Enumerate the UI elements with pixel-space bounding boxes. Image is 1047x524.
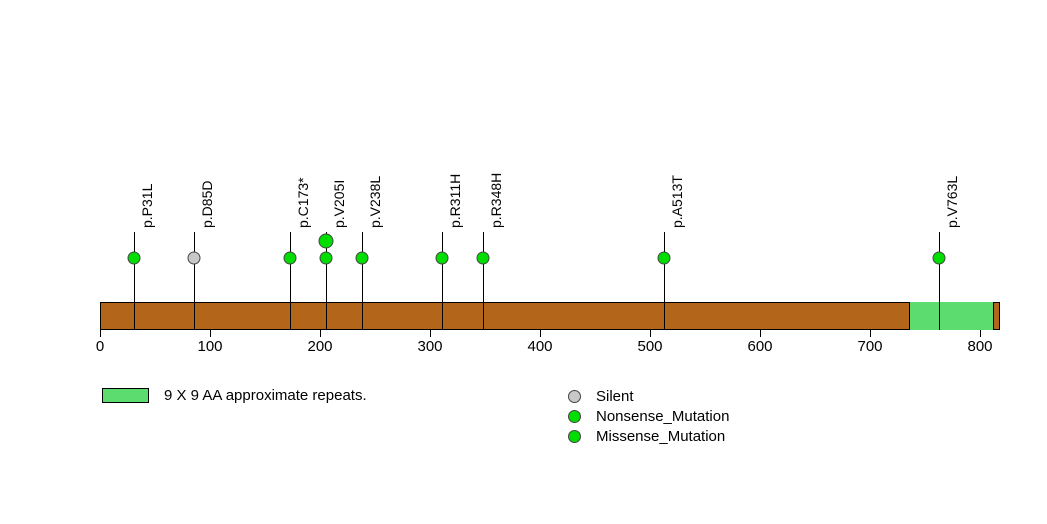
lollipop-stem (134, 232, 135, 330)
axis-tick-label: 100 (197, 338, 223, 355)
mutation-label[interactable]: p.D85D (199, 180, 215, 228)
legend-mutation-dot (568, 410, 581, 423)
lollipop-head[interactable] (319, 251, 333, 265)
axis-tick (870, 330, 871, 337)
protein-backbone (100, 302, 1000, 330)
axis-tick-label: 600 (747, 338, 773, 355)
legend-domain-label: 9 X 9 AA approximate repeats. (164, 387, 367, 404)
axis-tick-label: 700 (857, 338, 883, 355)
axis-tick-label: 200 (307, 338, 333, 355)
lollipop-head[interactable] (435, 251, 449, 265)
lollipop-head[interactable] (187, 251, 201, 265)
lollipop-stem (326, 232, 327, 330)
mutation-label[interactable]: p.R348H (488, 172, 504, 228)
mutation-label[interactable]: p.V238L (367, 175, 383, 228)
axis-tick-label: 800 (967, 338, 993, 355)
lollipop-stem (362, 232, 363, 330)
mutation-label[interactable]: p.V763L (944, 175, 960, 228)
axis-tick-label: 0 (95, 338, 105, 355)
lollipop-head[interactable] (476, 251, 490, 265)
legend-mutation-label: Silent (596, 388, 634, 405)
lollipop-stem (483, 232, 484, 330)
legend-domain-swatch (102, 388, 149, 403)
protein-domain-region[interactable] (908, 302, 995, 330)
lollipop-head[interactable] (657, 251, 671, 265)
legend-mutation-dot (568, 430, 581, 443)
mutation-label[interactable]: p.R311H (447, 173, 463, 228)
axis-tick (100, 330, 101, 337)
axis-tick (980, 330, 981, 337)
axis-tick (760, 330, 761, 337)
mutation-label[interactable]: p.P31L (139, 183, 155, 228)
legend-mutation-dot (568, 390, 581, 403)
axis-tick (650, 330, 651, 337)
axis-tick (430, 330, 431, 337)
lollipop-head[interactable] (355, 251, 369, 265)
lollipop-head[interactable] (127, 251, 141, 265)
axis-tick (210, 330, 211, 337)
axis-tick-label: 400 (527, 338, 553, 355)
axis-tick (320, 330, 321, 337)
axis-tick (540, 330, 541, 337)
lollipop-head[interactable] (932, 251, 946, 265)
lollipop-stem (664, 232, 665, 330)
lollipop-stem (290, 232, 291, 330)
mutation-label[interactable]: p.V205I (331, 179, 347, 228)
legend-mutation-label: Missense_Mutation (596, 428, 726, 445)
lollipop-stem (442, 232, 443, 330)
axis-tick-label: 300 (417, 338, 443, 355)
lollipop-head[interactable] (318, 233, 334, 249)
lollipop-stem (194, 232, 195, 330)
lollipop-head[interactable] (283, 251, 297, 265)
legend-mutation-label: Nonsense_Mutation (596, 408, 730, 425)
axis-tick-label: 500 (637, 338, 663, 355)
lollipop-stem (939, 232, 940, 330)
mutation-label[interactable]: p.C173* (295, 177, 311, 228)
mutation-label[interactable]: p.A513T (669, 175, 685, 228)
